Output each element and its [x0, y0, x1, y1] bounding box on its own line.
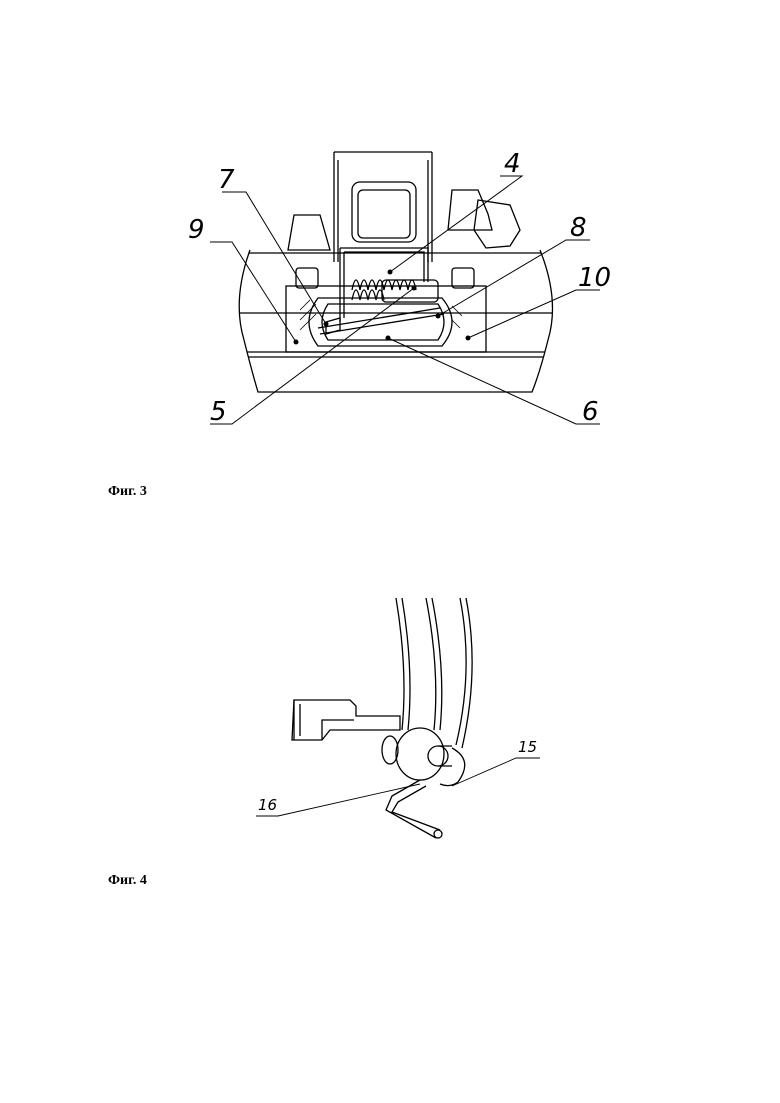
curved-band — [396, 598, 404, 730]
label-7: 7 — [218, 165, 235, 195]
label-8: 8 — [570, 213, 587, 243]
upper-post — [334, 152, 432, 262]
figure-4-caption: Фиг. 4 — [108, 873, 147, 889]
label-9: 9 — [188, 215, 205, 245]
label-10: 10 — [578, 263, 611, 293]
figure-3-drawing: 9 7 4 8 10 5 6 — [0, 0, 780, 480]
disc — [396, 728, 444, 780]
label-16: 16 — [258, 796, 277, 814]
lever — [318, 308, 444, 334]
label-6: 6 — [582, 397, 599, 427]
figure-4-drawing: 16 15 — [0, 580, 780, 860]
label-15: 15 — [518, 738, 537, 756]
wire-key — [386, 780, 440, 838]
label-4: 4 — [504, 149, 521, 179]
inner-capsule — [309, 298, 452, 346]
figure-3-caption: Фиг. 3 — [108, 484, 147, 500]
coil-spring — [352, 280, 416, 300]
label-5: 5 — [210, 397, 227, 427]
